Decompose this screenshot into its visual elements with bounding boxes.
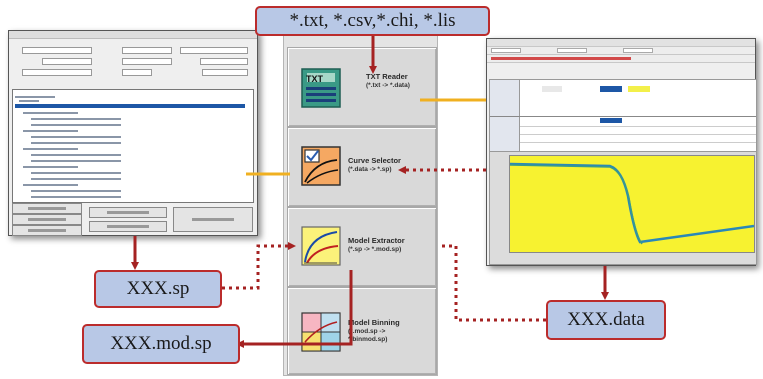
model-extractor-title: Model Extractor [348, 236, 405, 245]
txt-reader-subtitle: (*.txt -> *.data) [366, 82, 410, 89]
left-form-input[interactable] [122, 58, 172, 65]
left-form-input[interactable] [202, 69, 248, 76]
txt-icon-label: TXT [306, 74, 323, 84]
right-window-menubar [487, 39, 755, 47]
curve-selector-window [8, 30, 258, 236]
left-button[interactable] [12, 203, 82, 214]
left-form-input[interactable] [42, 58, 92, 65]
plot-curve-svg [510, 162, 754, 245]
curve-tree-list[interactable] [12, 89, 254, 203]
data-to-extractor-arrow [438, 244, 546, 322]
curve-selector-button[interactable]: Curve Selector (*.data -> *.sp) [287, 127, 437, 207]
txt-file-icon [301, 68, 341, 108]
model-extractor-icon [301, 226, 341, 266]
left-form-row [12, 58, 252, 65]
txt-reader-window [486, 38, 757, 266]
input-formats-label: *.txt, *.csv,*.chi, *.lis [255, 6, 490, 36]
left-form-input[interactable] [22, 69, 92, 76]
sp-file-label: XXX.sp [94, 270, 222, 308]
curve-plot [509, 155, 755, 253]
left-form-input[interactable] [122, 47, 172, 54]
left-form-row [12, 47, 252, 54]
mod-sp-file-label: XXX.mod.sp [82, 324, 240, 364]
model-binning-subtitle: (*.mod.sp -> *.binmod.sp) [348, 328, 388, 343]
left-form-input[interactable] [122, 69, 152, 76]
extractor-to-modsp-arrow [236, 270, 353, 348]
curve-selector-title: Curve Selector [348, 156, 401, 165]
left-button[interactable] [89, 207, 167, 218]
txt-reader-button[interactable]: TXT TXT Reader (*.txt -> *.data) [287, 47, 437, 127]
txt-reader-title: TXT Reader [366, 72, 408, 81]
model-extractor-subtitle: (*.sp -> *.mod.sp) [348, 246, 402, 253]
sp-to-extractor-arrow [222, 242, 296, 290]
left-form-row [12, 69, 252, 76]
curve-selector-subtitle: (*.data -> *.sp) [348, 166, 392, 173]
left-form-input[interactable] [22, 47, 92, 54]
left-form-input[interactable] [200, 58, 248, 65]
left-button[interactable] [12, 214, 82, 225]
model-binning-button[interactable]: Model Binning (*.mod.sp -> *.binmod.sp) [287, 287, 437, 375]
data-table[interactable] [489, 79, 757, 153]
data-file-label: XXX.data [546, 300, 666, 340]
curve-selector-icon [301, 146, 341, 186]
model-extractor-button[interactable]: Model Extractor (*.sp -> *.mod.sp) [287, 207, 437, 287]
left-button[interactable] [89, 221, 167, 232]
left-button[interactable] [173, 207, 253, 232]
model-binning-title: Model Binning [348, 318, 400, 327]
right-window-statusline [487, 55, 755, 63]
left-form-input[interactable] [180, 47, 248, 54]
right-window-toolbar [487, 47, 755, 55]
tree-selected-item[interactable] [15, 104, 245, 108]
left-window-menubar [9, 31, 257, 39]
tool-panel: TXT TXT Reader (*.txt -> *.data) Curve S… [283, 28, 438, 376]
left-button[interactable] [12, 225, 82, 236]
